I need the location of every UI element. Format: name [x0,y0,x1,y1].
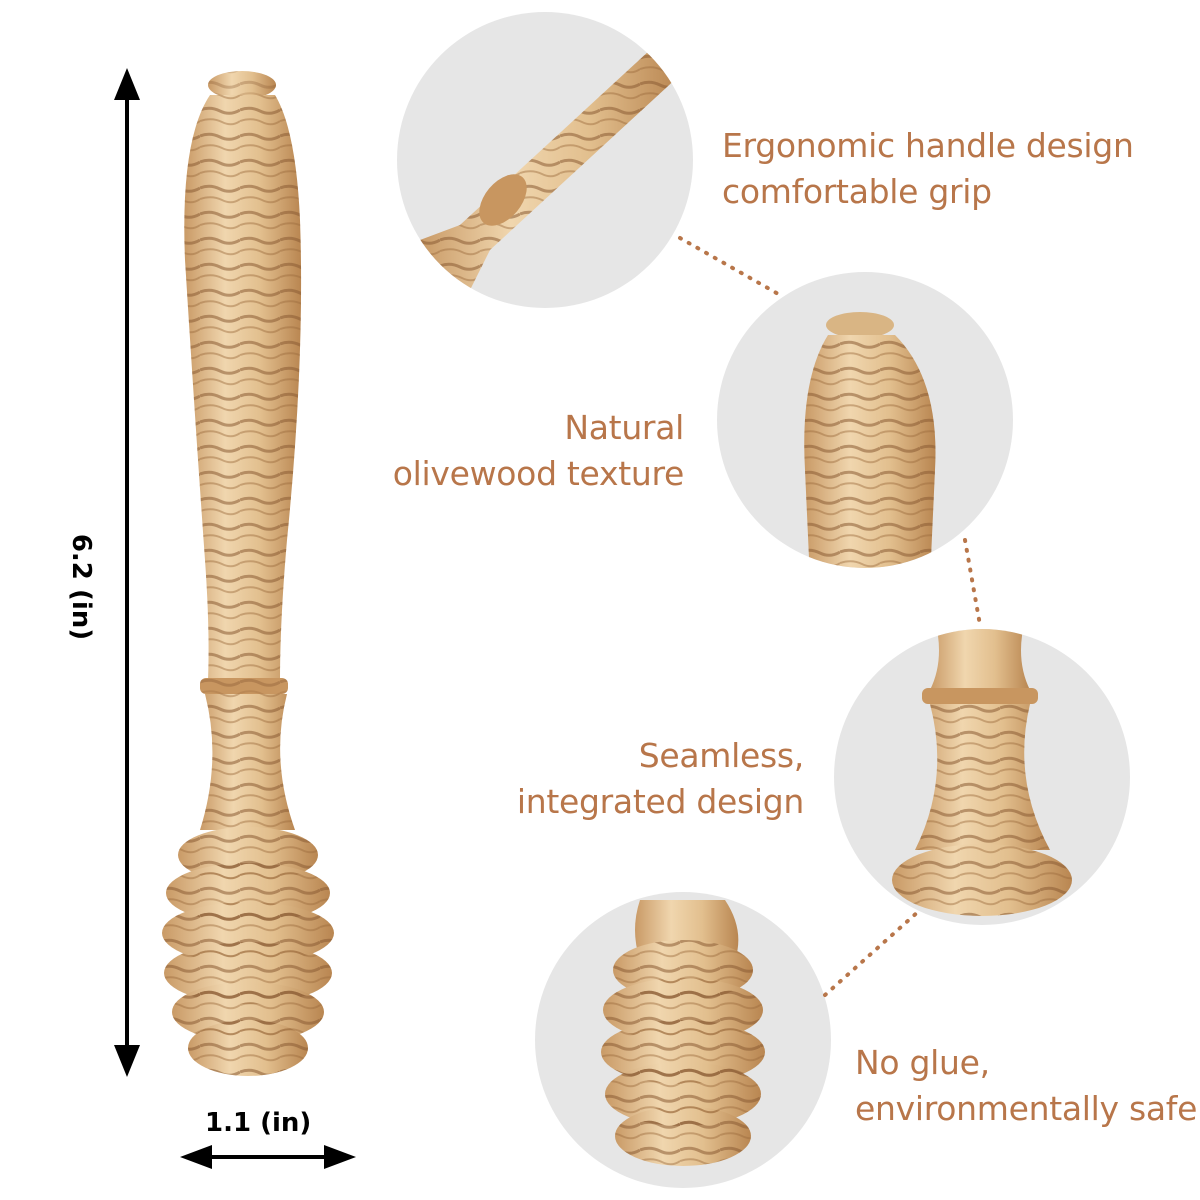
honey-dipper-image [162,71,334,1076]
feature-ergonomic: Ergonomic handle design comfortable grip [722,123,1134,215]
detail-circle-neck [834,629,1130,925]
feature-seamless: Seamless, integrated design [514,733,804,825]
width-label: 1.1 (in) [205,1108,312,1138]
feature-line: environmentally safe [855,1089,1198,1128]
feature-no-glue: No glue, environmentally safe [855,1040,1197,1132]
dotted-connector [678,236,982,997]
feature-line: Ergonomic handle design [722,126,1134,165]
feature-texture: Natural olivewood texture [388,405,685,497]
detail-circle-handle [397,12,693,308]
feature-line: No glue, [855,1043,990,1082]
feature-line: comfortable grip [722,172,992,211]
height-label: 6.2 (in) [66,533,96,641]
feature-line: Natural [564,408,684,447]
detail-circle-ribs [535,892,831,1188]
feature-line: integrated design [516,782,804,821]
height-dimension-arrow [114,68,140,1077]
detail-circle-texture [717,272,1013,568]
width-dimension-arrow [180,1145,356,1169]
feature-line: olivewood texture [392,454,685,493]
feature-line: Seamless, [638,736,805,775]
